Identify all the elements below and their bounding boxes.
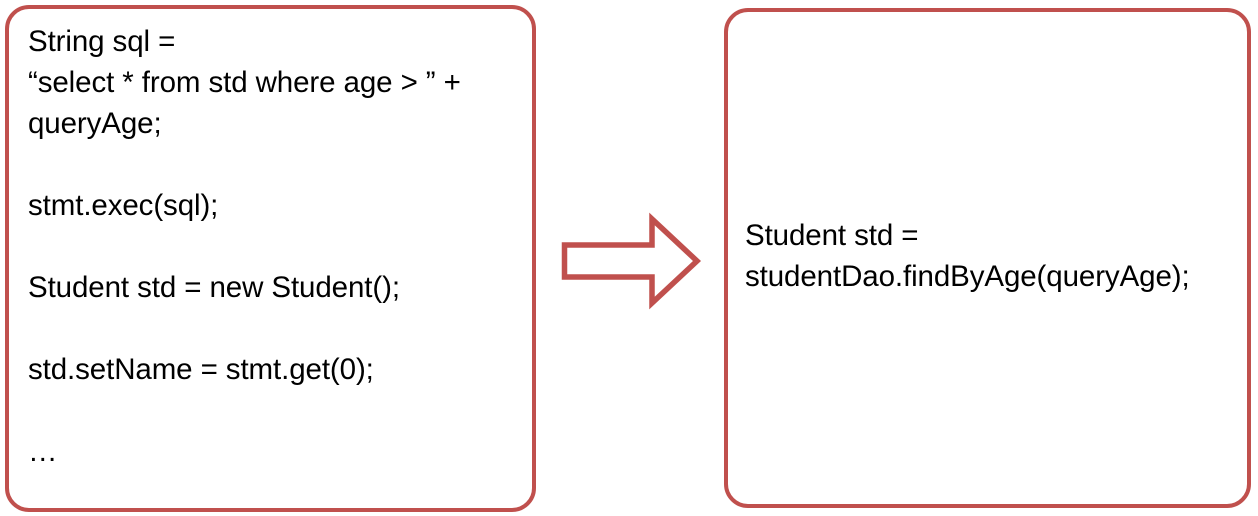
code-line: “select * from std where age > ” + [28,66,461,99]
code-line-blank [28,226,524,267]
code-line: std.setName = stmt.get(0); [28,353,374,386]
code-line-blank [28,308,524,349]
code-line: studentDao.findByAge(queryAge); [745,260,1190,293]
code-line: String sql = [28,25,176,58]
arrow-shape [561,212,702,310]
code-line: Student std = new Student(); [28,271,400,304]
code-line-blank [28,144,524,185]
after-code-box: Student std = studentDao.findByAge(query… [724,8,1251,508]
code-line-ellipsis: … [28,435,58,468]
code-line: Student std = [745,219,919,252]
after-code-lines: Student std = studentDao.findByAge(query… [728,215,1247,297]
before-code-box: String sql = “select * from std where ag… [5,5,536,512]
right-arrow-icon [556,212,704,310]
code-line: queryAge; [28,107,162,140]
before-code-lines: String sql = “select * from std where ag… [9,9,532,472]
code-line: stmt.exec(sql); [28,189,219,222]
code-line-blank [28,390,524,431]
